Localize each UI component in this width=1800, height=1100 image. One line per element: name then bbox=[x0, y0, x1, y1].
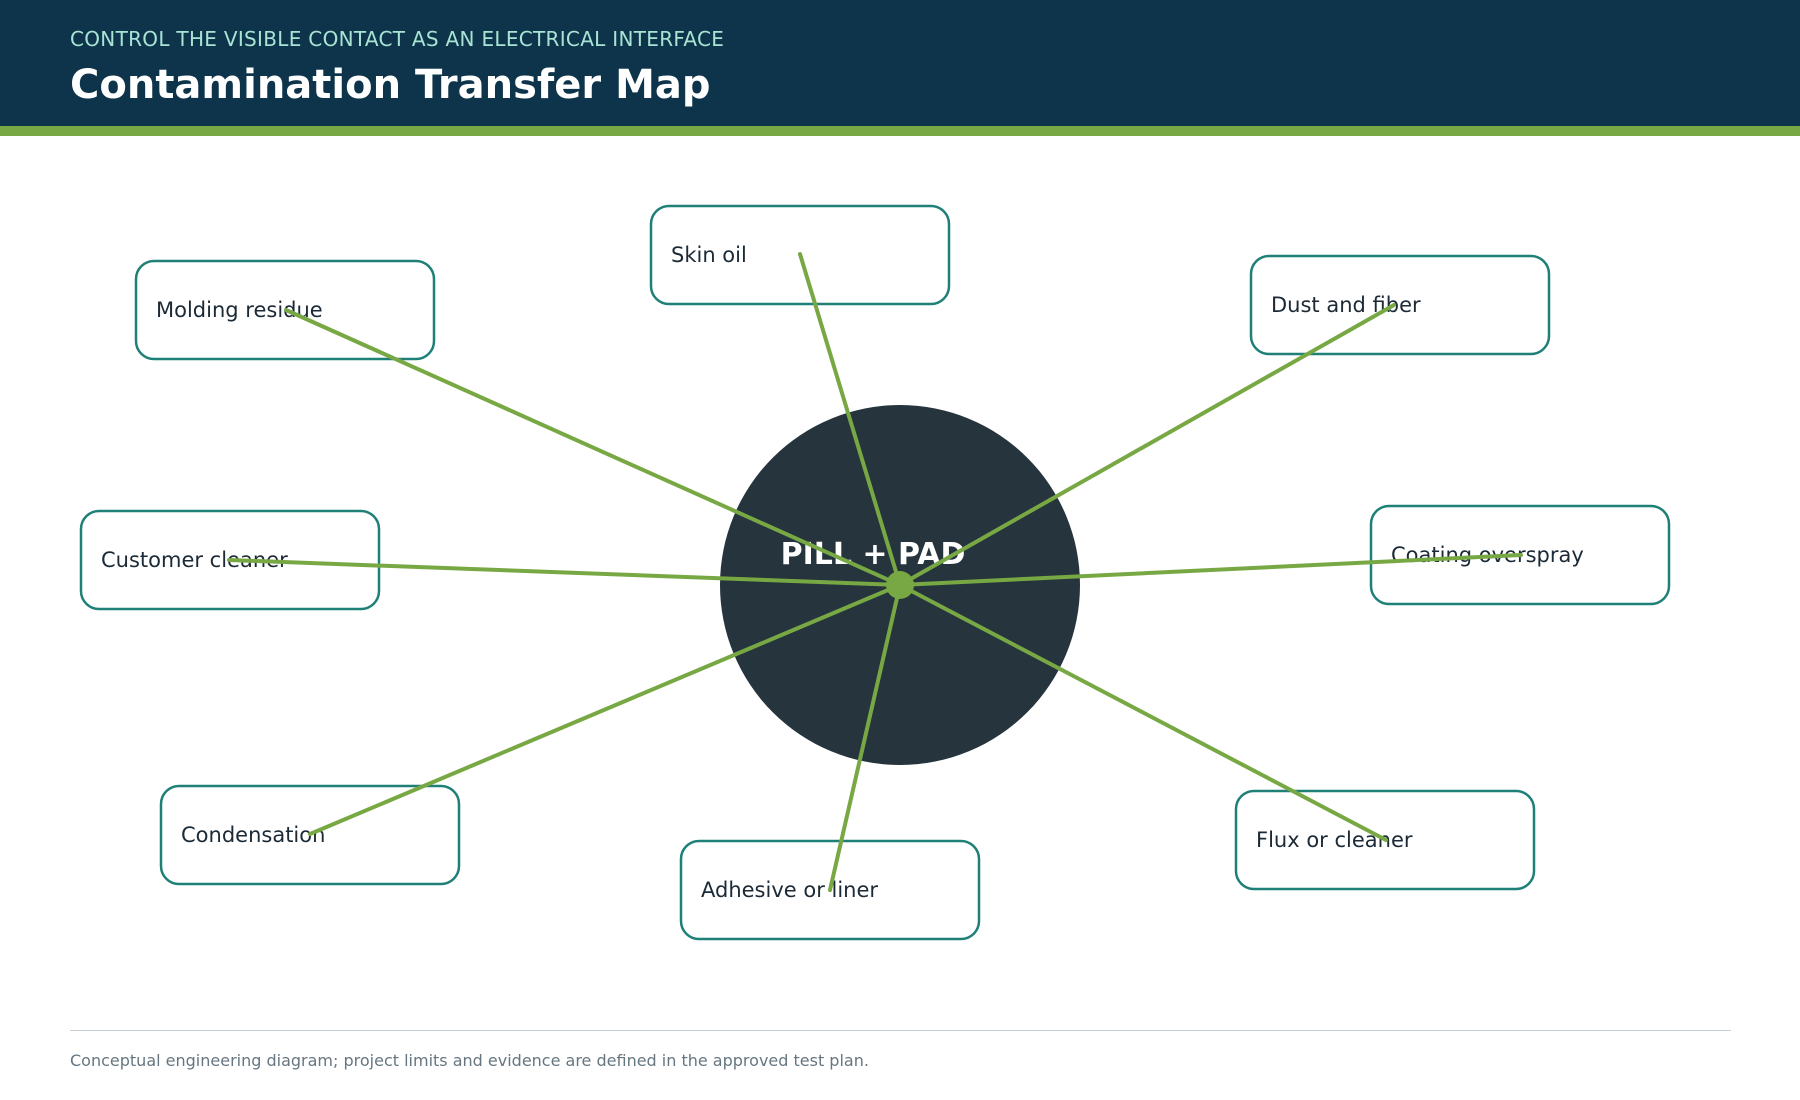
footer-note: Conceptual engineering diagram; project … bbox=[70, 1051, 869, 1070]
node-label: Flux or cleaner bbox=[1256, 828, 1413, 852]
hub-junction bbox=[886, 571, 914, 599]
node-label: Dust and fiber bbox=[1271, 293, 1421, 317]
header-accent-rule bbox=[0, 126, 1800, 136]
node-box bbox=[1249, 254, 1551, 356]
node-label: Skin oil bbox=[671, 243, 747, 267]
connector-coating-overspray bbox=[898, 553, 1523, 587]
node-dust-and-fiber: Dust and fiber bbox=[1249, 254, 1551, 356]
footer-rule bbox=[70, 1030, 1731, 1031]
connector-molding-residue bbox=[284, 308, 902, 587]
connector-customer-cleaner bbox=[227, 558, 902, 587]
page-title: Contamination Transfer Map bbox=[70, 62, 711, 108]
connector-layer bbox=[227, 252, 1523, 892]
header-eyebrow: CONTROL THE VISIBLE CONTACT AS AN ELECTR… bbox=[70, 27, 725, 51]
connector-adhesive-or-liner bbox=[828, 583, 902, 892]
header-bar bbox=[0, 0, 1800, 126]
node-label: Molding residue bbox=[156, 298, 323, 322]
connector-skin-oil bbox=[798, 252, 902, 587]
node-label: Condensation bbox=[181, 823, 325, 847]
connector-dust-and-fiber bbox=[898, 303, 1396, 587]
node-label: Adhesive or liner bbox=[701, 878, 878, 902]
connector-flux-or-cleaner bbox=[898, 583, 1388, 842]
connector-condensation bbox=[308, 583, 902, 836]
